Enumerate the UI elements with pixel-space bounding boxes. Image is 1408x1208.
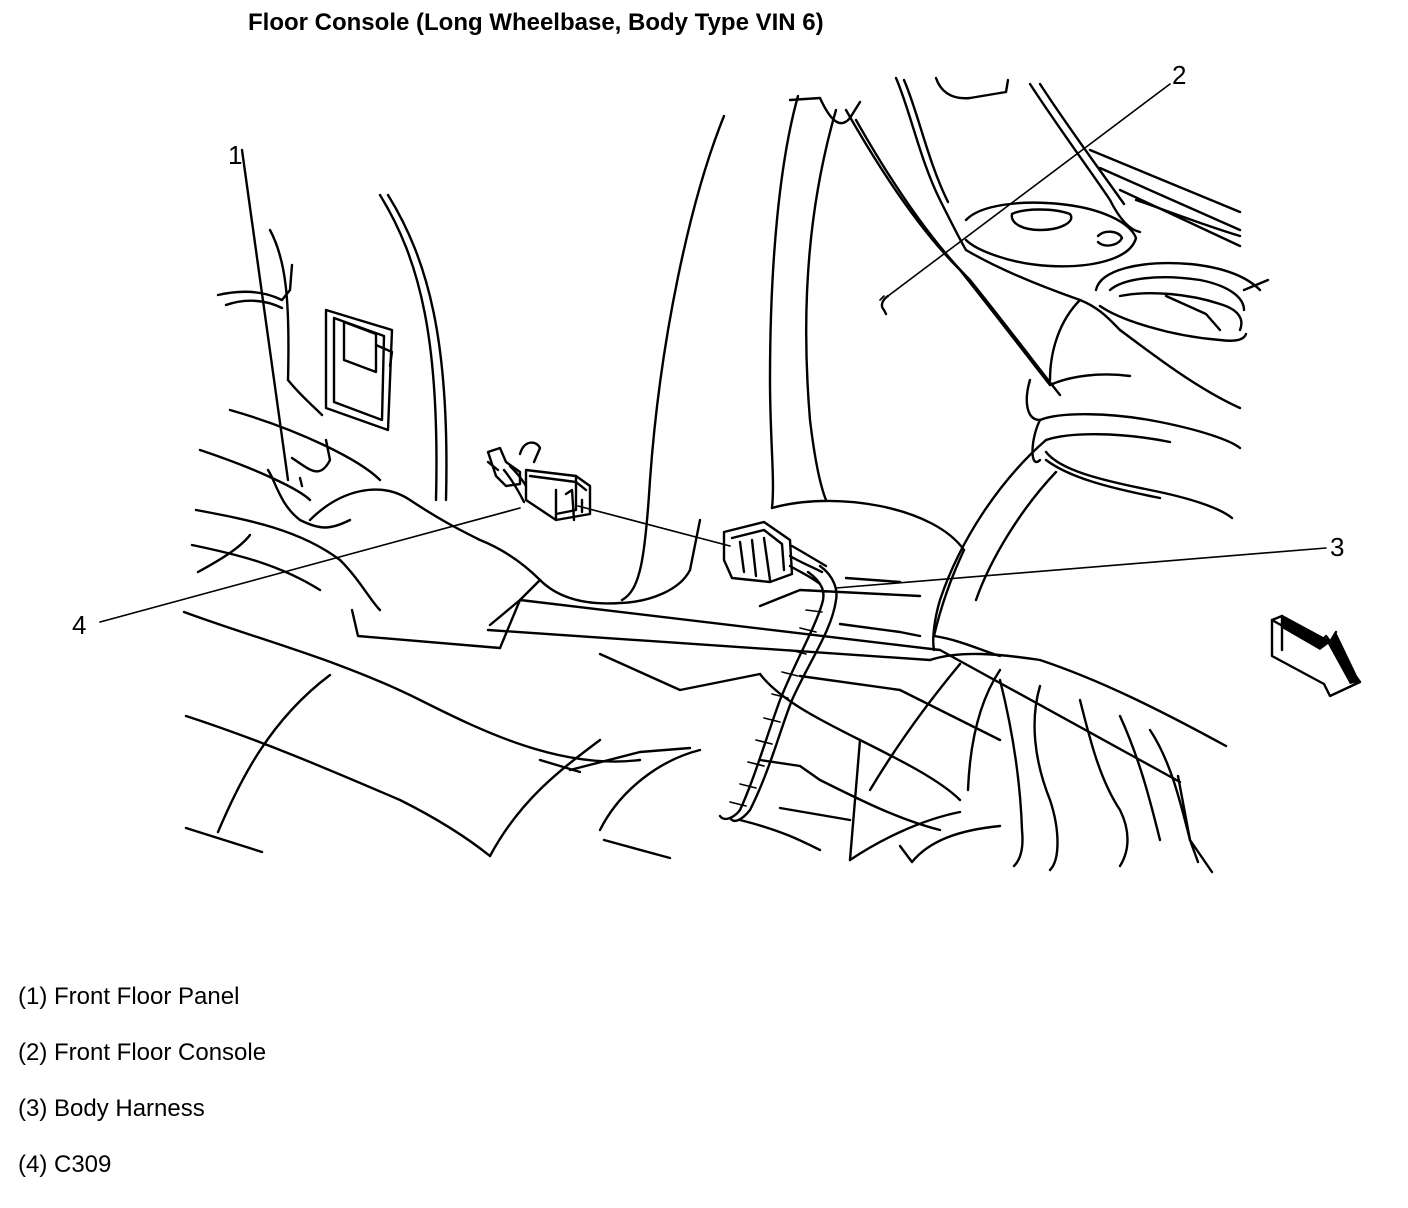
- c309-connector-drawing: [486, 441, 592, 522]
- legend-list: (1) Front Floor Panel (2) Front Floor Co…: [18, 980, 266, 1204]
- callout-1: 1: [228, 140, 242, 170]
- callout-2: 2: [1172, 60, 1186, 90]
- legend-item-front-floor-console: (2) Front Floor Console: [18, 1039, 267, 1066]
- legend-item-body-harness: (3) Body Harness: [18, 1095, 205, 1122]
- forward-arrow-icon: [1270, 614, 1362, 698]
- rear-floor-ribs-drawing: [738, 634, 1228, 874]
- floor-console-illustration: 1 2 3 4: [72, 60, 1362, 874]
- callout-3: 3: [1330, 532, 1344, 562]
- body-harness-drawing: [718, 520, 838, 822]
- diagram-title: Floor Console (Long Wheelbase, Body Type…: [248, 9, 824, 36]
- front-floor-panel-drawing: [182, 148, 642, 858]
- legend-item-front-floor-panel: (1) Front Floor Panel: [18, 983, 240, 1010]
- legend-item-c309: (4) C309: [18, 1151, 112, 1178]
- callout-leaders: [99, 83, 1327, 623]
- callout-4: 4: [72, 610, 86, 640]
- front-floor-console-drawing: [894, 76, 1270, 652]
- center-tunnel-drawing: [486, 94, 1062, 860]
